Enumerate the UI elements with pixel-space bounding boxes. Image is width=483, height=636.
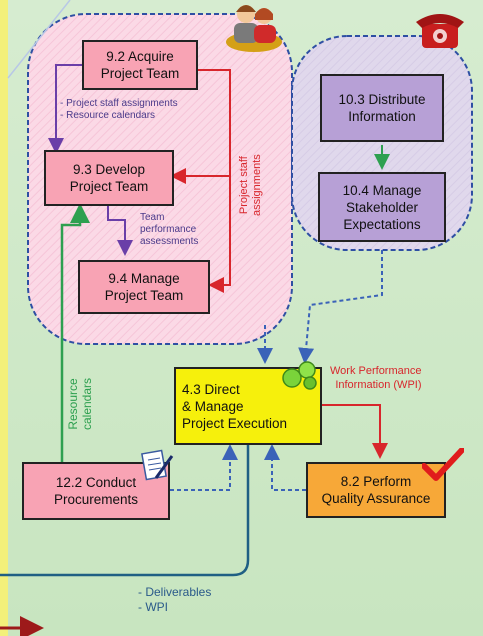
- process-distribute-info[interactable]: 10.3 Distribute Information: [320, 74, 444, 142]
- arrow-deliverables: [0, 445, 250, 577]
- label-staff-calendars: - Project staff assignments - Resource c…: [60, 98, 178, 121]
- process-quality-assurance[interactable]: 8.2 Perform Quality Assurance: [306, 462, 446, 518]
- left-edge-strip: [0, 0, 8, 636]
- arrow-procure-direct: [170, 444, 238, 491]
- process-develop-team[interactable]: 9.3 Develop Project Team: [44, 150, 174, 206]
- document-pen-icon: [141, 449, 174, 481]
- telephone-icon: [416, 14, 464, 48]
- label-wpi: Work Performance Information (WPI): [330, 365, 422, 391]
- gears-icon: [282, 361, 317, 390]
- process-stakeholder[interactable]: 10.4 Manage Stakeholder Expectations: [318, 172, 446, 242]
- process-conduct-procurements[interactable]: 12.2 Conduct Procurements: [22, 462, 170, 520]
- arrow-comms-direct: [298, 250, 383, 364]
- arrow-wpi: [322, 404, 388, 459]
- process-acquire-team[interactable]: 9.2 Acquire Project Team: [82, 40, 198, 90]
- checkmark-icon: [422, 448, 464, 481]
- arrow-resource-calendars: [60, 203, 90, 462]
- label-team-performance: Team performance assessments: [140, 212, 199, 247]
- process-manage-team[interactable]: 9.4 Manage Project Team: [78, 260, 210, 314]
- arrow-quality-direct: [264, 444, 306, 491]
- decorative-diagonal: [7, 0, 71, 79]
- label-staff-assignments-vertical: Project staff assignments: [238, 154, 263, 216]
- label-resource-calendars-vertical: Resource calendars: [66, 377, 94, 430]
- arrow-acquire-develop: [48, 64, 82, 154]
- people-icon: [226, 5, 282, 52]
- arrow-develop-manage: [107, 205, 133, 256]
- arrow-staff-assign: [198, 69, 231, 293]
- label-deliverables: - Deliverables - WPI: [138, 585, 212, 614]
